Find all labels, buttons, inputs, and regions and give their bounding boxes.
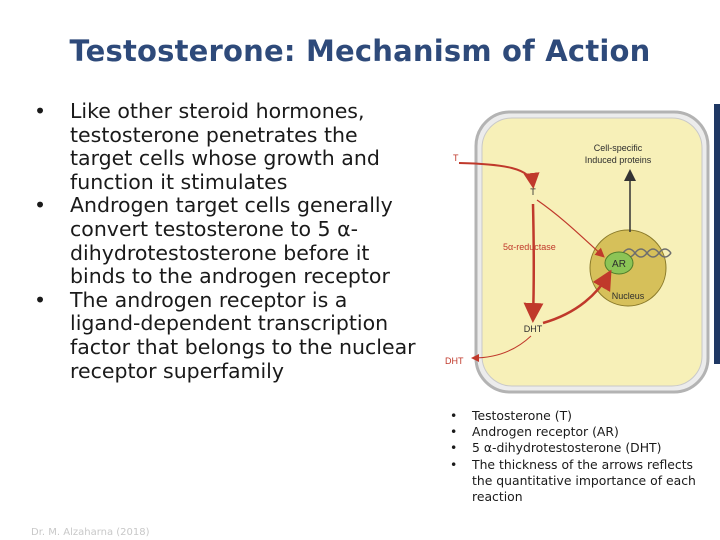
dht-inside-label: DHT bbox=[524, 324, 543, 334]
testosterone-outside-label: T bbox=[453, 153, 459, 163]
mechanism-diagram: AR Nucleus Cell-specific Induced protein… bbox=[445, 110, 710, 394]
bullet-item: • Androgen target cells generally conver… bbox=[28, 194, 423, 288]
induced-proteins-label: Induced proteins bbox=[585, 155, 652, 165]
nucleus-label: Nucleus bbox=[612, 291, 645, 301]
legend-marker: • bbox=[450, 456, 458, 472]
cell-specific-label: Cell-specific bbox=[594, 143, 643, 153]
legend-item: • 5 α-dihydrotestosterone (DHT) bbox=[448, 440, 714, 456]
legend-text: 5 α-dihydrotestosterone (DHT) bbox=[472, 440, 662, 456]
testosterone-to-receptor-arrow bbox=[536, 199, 605, 258]
reductase-label: 5α-reductase bbox=[503, 242, 556, 252]
bullet-text: The androgen receptor is a ligand-depend… bbox=[70, 287, 416, 383]
dht-outside-label: DHT bbox=[445, 356, 464, 366]
androgen-receptor bbox=[604, 251, 634, 275]
bullet-marker: • bbox=[34, 99, 47, 123]
diagram-legend: • Testosterone (T) • Androgen receptor (… bbox=[448, 408, 714, 505]
legend-text: Testosterone (T) bbox=[472, 408, 572, 423]
bullet-item: • The androgen receptor is a ligand-depe… bbox=[28, 287, 423, 383]
testosterone-inside-label: T bbox=[530, 187, 536, 197]
legend-marker: • bbox=[450, 424, 458, 440]
bullet-item: • Like other steroid hormones, testoster… bbox=[28, 99, 423, 194]
reductase-conversion-arrow bbox=[523, 203, 544, 323]
legend-text: The thickness of the arrows reflects the… bbox=[472, 456, 696, 505]
testosterone-entry-arrow bbox=[458, 162, 540, 189]
slide-accent-bar bbox=[714, 104, 720, 364]
dna-helix-icon bbox=[622, 248, 672, 258]
legend-item: • The thickness of the arrows reflects t… bbox=[448, 457, 714, 506]
slide-title: Testosterone: Mechanism of Action bbox=[69, 34, 651, 68]
legend-text: Androgen receptor (AR) bbox=[472, 424, 619, 440]
legend-marker: • bbox=[450, 440, 458, 456]
dht-exit-arrow bbox=[471, 335, 532, 362]
bullet-text: Androgen target cells generally convert … bbox=[70, 193, 393, 289]
legend-item: • Testosterone (T) bbox=[448, 408, 714, 424]
ar-label: AR bbox=[612, 259, 626, 270]
bullet-marker: • bbox=[34, 193, 47, 218]
bullet-text: Like other steroid hormones, testosteron… bbox=[70, 99, 380, 194]
legend-item: • Androgen receptor (AR) bbox=[448, 424, 714, 440]
bullet-marker: • bbox=[34, 287, 47, 312]
legend-marker: • bbox=[450, 408, 458, 423]
dht-to-receptor-arrow bbox=[542, 269, 612, 325]
slide-footer: Dr. M. Alzaharna (2018) bbox=[31, 527, 150, 538]
bullet-list: • Like other steroid hormones, testoster… bbox=[28, 99, 423, 383]
